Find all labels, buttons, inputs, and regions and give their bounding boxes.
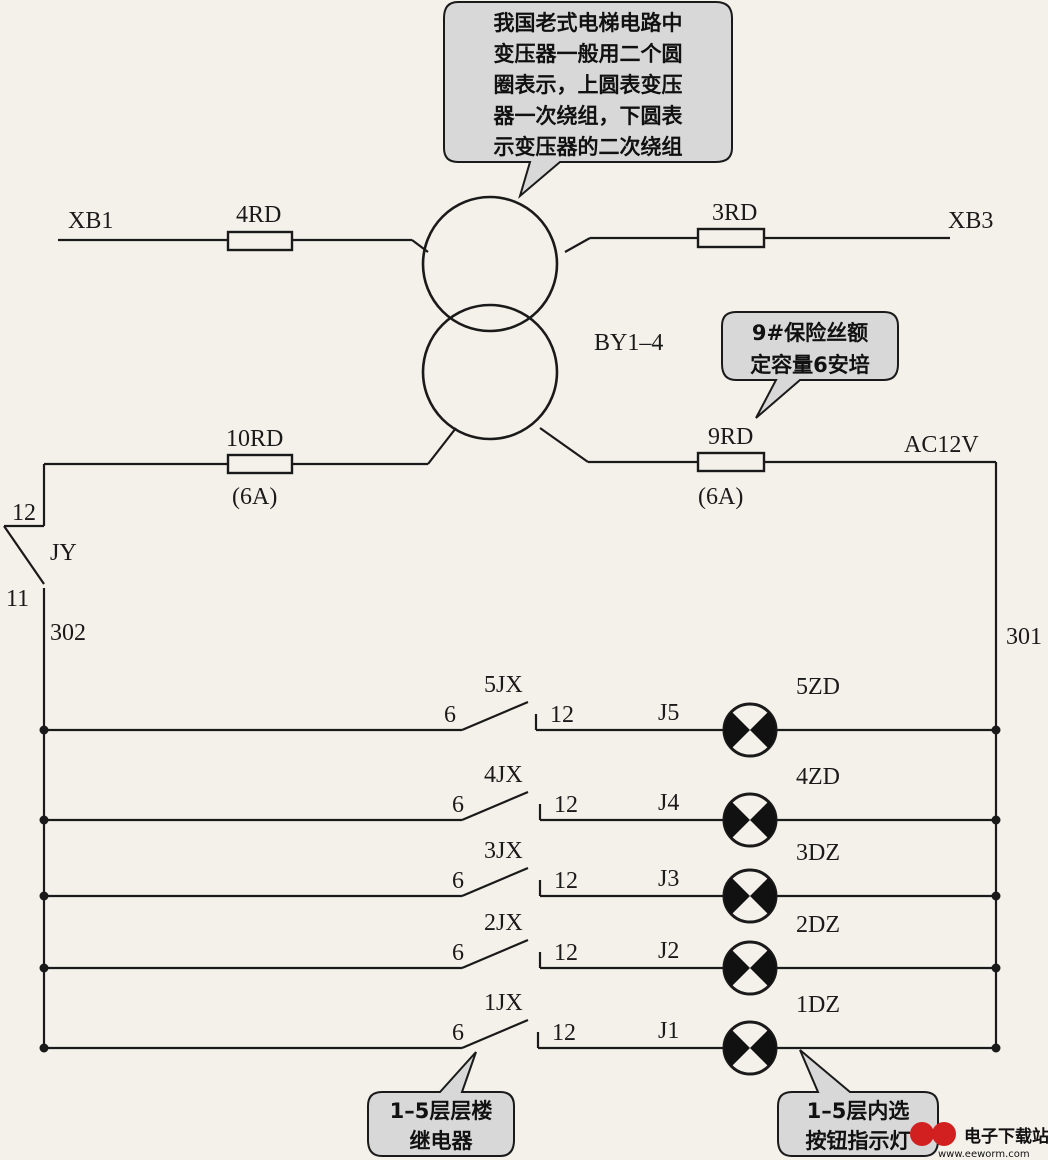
relay-label: 3JX xyxy=(484,838,523,864)
relay-right-terminal: 12 xyxy=(554,940,578,966)
wire-label: J4 xyxy=(658,790,679,816)
relay-right-terminal: 12 xyxy=(550,702,574,728)
relay-right-terminal: 12 xyxy=(554,792,578,818)
watermark: 电子下载站 www.eeworm.com xyxy=(910,1122,1048,1160)
transformer-primary-coil xyxy=(421,195,559,333)
relay-label: 5JX xyxy=(484,672,523,698)
relay-label: 1JX xyxy=(484,990,523,1016)
fuse-3rd xyxy=(696,227,766,249)
transformer-callout-line-4: 器一次绕组，下圆表 xyxy=(493,104,684,128)
transformer-secondary-coil xyxy=(421,303,559,441)
wire-301-label: 301 xyxy=(1006,624,1042,650)
relay-right-terminal: 12 xyxy=(554,868,578,894)
relay-left-terminal: 6 xyxy=(452,868,464,894)
supply-label: AC12V xyxy=(904,432,979,458)
fuse-4rd xyxy=(226,230,294,252)
jy-contact-11: 11 xyxy=(6,586,29,612)
xb1-label: XB1 xyxy=(68,208,113,234)
junction-node xyxy=(991,891,1001,901)
indicator-lamp xyxy=(722,702,778,758)
junction-node xyxy=(991,815,1001,825)
relay-contact-blade xyxy=(461,866,529,898)
jy-contact-12: 12 xyxy=(12,500,36,526)
relay-right-terminal: 12 xyxy=(552,1020,576,1046)
junction-node xyxy=(39,725,49,735)
relay-callout: 1–5层层楼 继电器 xyxy=(367,1051,515,1157)
relay-label: 2JX xyxy=(484,910,523,936)
transformer-callout-line-2: 变压器一般用二个圆 xyxy=(494,42,683,66)
junction-node xyxy=(39,891,49,901)
junction-node xyxy=(991,963,1001,973)
jy-label: JY xyxy=(50,540,77,566)
relay-left-terminal: 6 xyxy=(452,792,464,818)
lamp-callout: 1–5层内选 按钮指示灯 xyxy=(777,1049,939,1157)
junction-node xyxy=(991,725,1001,735)
lamp-label: 4ZD xyxy=(796,764,840,790)
fuse9-callout-line-1: 9#保险丝额 xyxy=(752,321,868,345)
junction-node xyxy=(39,963,49,973)
transformer-callout-line-3: 圈表示，上圆表变压 xyxy=(494,73,683,97)
fuse-3rd-label: 3RD xyxy=(712,200,757,226)
fuse9-callout: 9#保险丝额 定容量6安培 xyxy=(721,311,899,419)
junction-node xyxy=(39,815,49,825)
relay-callout-line-1: 1–5层层楼 xyxy=(390,1099,493,1123)
relay-contact-blade xyxy=(461,700,529,732)
transformer-callout-line-1: 我国老式电梯电路中 xyxy=(494,11,683,35)
wire-302-label: 302 xyxy=(50,620,86,646)
transformer-callout: 我国老式电梯电路中 变压器一般用二个圆 圈表示，上圆表变压 器一次绕组，下圆表 … xyxy=(443,1,733,199)
fuse-10rd xyxy=(226,453,294,475)
fuse9-callout-line-2: 定容量6安培 xyxy=(750,353,870,377)
relay-contact-blade xyxy=(461,790,529,822)
relay-label: 4JX xyxy=(484,762,523,788)
fuse-10rd-rating: (6A) xyxy=(232,484,277,510)
xb3-label: XB3 xyxy=(948,208,993,234)
fuse-9rd-rating: (6A) xyxy=(698,484,743,510)
lamp-label: 2DZ xyxy=(796,912,840,938)
wire-label: J1 xyxy=(658,1018,679,1044)
lamp-callout-line-2: 按钮指示灯 xyxy=(806,1129,911,1153)
fuse-9rd-label: 9RD xyxy=(708,424,753,450)
junction-node xyxy=(991,1043,1001,1053)
wire-label: J2 xyxy=(658,938,679,964)
watermark-url: www.eeworm.com xyxy=(938,1149,1030,1160)
fuse-9rd xyxy=(696,451,766,473)
fuse-4rd-label: 4RD xyxy=(236,202,281,228)
relay-left-terminal: 6 xyxy=(444,702,456,728)
relay-left-terminal: 6 xyxy=(452,940,464,966)
relay-contact-blade xyxy=(461,1018,529,1050)
junction-node xyxy=(39,1043,49,1053)
relay-callout-line-2: 继电器 xyxy=(410,1129,474,1153)
lamp-label: 5ZD xyxy=(796,674,840,700)
indicator-lamp xyxy=(722,1020,778,1076)
lamp-callout-line-1: 1–5层内选 xyxy=(807,1099,910,1123)
transformer-callout-line-5: 示变压器的二次绕组 xyxy=(494,135,683,159)
transformer-label: BY1–4 xyxy=(594,330,663,356)
indicator-lamp xyxy=(722,940,778,996)
lamp-label: 1DZ xyxy=(796,992,840,1018)
fuse-10rd-label: 10RD xyxy=(226,426,283,452)
relay-contact-blade xyxy=(461,938,529,970)
wire-label: J5 xyxy=(658,700,679,726)
indicator-lamp xyxy=(722,792,778,848)
lamp-label: 3DZ xyxy=(796,840,840,866)
wire-label: J3 xyxy=(658,866,679,892)
watermark-brand: 电子下载站 xyxy=(964,1126,1048,1147)
indicator-lamp xyxy=(722,868,778,924)
relay-left-terminal: 6 xyxy=(452,1020,464,1046)
